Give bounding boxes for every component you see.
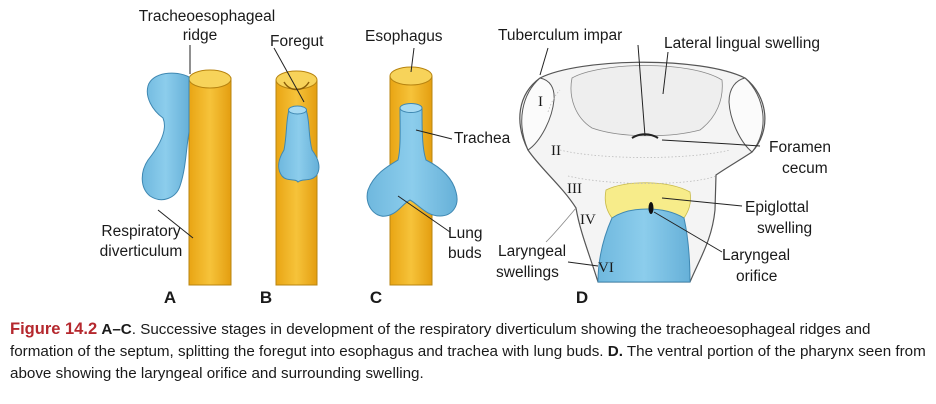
label-laryngeal-swellings-1: Laryngeal (498, 243, 566, 260)
caption-text-ac: . Successive stages in development of th… (10, 321, 871, 360)
panel-label-d: D (576, 288, 588, 307)
caption-part-d: D. (607, 343, 623, 360)
panel-label-a: A (164, 288, 176, 307)
label-lateral-lingual-swelling: Lateral lingual swelling (664, 35, 820, 52)
roman-numeral-6: VI (598, 260, 614, 276)
panel-b-respiratory-opening (288, 105, 307, 115)
label-foregut: Foregut (270, 33, 324, 50)
panel-d-laryngeal-orifice-mark (648, 202, 654, 214)
roman-numeral-3: III (567, 181, 582, 197)
panel-a-respiratory-diverticulum (141, 72, 190, 201)
panel-d-left-outline-tail (545, 207, 577, 243)
label-laryngeal-swellings-2: swellings (496, 264, 559, 281)
panel-b-drawing (275, 70, 320, 286)
label-buds: buds (448, 245, 482, 262)
panel-label-b: B (260, 288, 272, 307)
label-esophagus: Esophagus (365, 28, 443, 45)
panel-d-drawing (519, 61, 766, 283)
panel-c-trachea-opening (399, 103, 423, 113)
roman-numeral-1: I (538, 94, 543, 110)
panel-a-foregut-tube (188, 77, 232, 286)
caption-part-ac: A–C (101, 321, 132, 338)
roman-numeral-4: IV (580, 212, 596, 228)
label-diverticulum: diverticulum (100, 243, 183, 260)
label-trachea: Trachea (454, 130, 511, 147)
panel-b-foregut-opening (275, 70, 318, 90)
roman-numeral-2: II (551, 143, 561, 159)
panel-c-trachea-and-lung-buds (366, 107, 458, 217)
leader-lines (157, 44, 761, 267)
caption-text-d: The ventral portion of the pharynx seen … (10, 343, 926, 382)
label-cecum: cecum (782, 160, 828, 177)
panel-d-floor-shading (547, 89, 731, 184)
caption-figure-number: Figure 14.2 (10, 320, 98, 338)
label-epiglottal: Epiglottal (745, 199, 809, 216)
panel-a-foregut-opening (188, 69, 232, 89)
label-tuberculum-impar: Tuberculum impar (498, 27, 622, 44)
label-laryngeal-orifice-2: orifice (736, 268, 777, 285)
panel-c-drawing (366, 66, 458, 286)
panel-label-c: C (370, 288, 382, 307)
label-tracheoesophageal-ridge: ridge (183, 27, 217, 44)
label-tracheoesophageal: Tracheoesophageal (139, 8, 275, 25)
figure-caption: Figure 14.2 A–C. Successive stages in de… (10, 318, 928, 385)
panel-d-tongue-swellings (570, 65, 723, 137)
label-foramen: Foramen (769, 139, 831, 156)
label-respiratory: Respiratory (101, 223, 180, 240)
panel-d-arch-one-right (728, 77, 764, 153)
label-epiglottal-swelling: swelling (757, 220, 812, 237)
label-laryngeal-orifice-1: Laryngeal (722, 247, 790, 264)
panel-c-esophagus-opening (389, 66, 433, 86)
panel-b-respiratory-diverticulum (278, 109, 320, 183)
panel-a-drawing (141, 69, 232, 286)
figure-illustration: I II III IV VI Tracheoesophageal ridge F… (100, 8, 831, 307)
label-lung: Lung (448, 225, 482, 242)
panel-d-arch-one-left (521, 77, 555, 151)
